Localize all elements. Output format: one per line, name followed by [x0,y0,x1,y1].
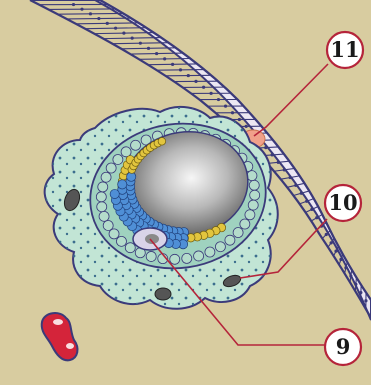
epithelial-cell-nucleus [315,216,318,219]
theca-interna-cell [101,172,111,182]
epithelial-cell-nucleus [294,184,297,187]
epithelial-cell-nucleus [334,250,337,253]
epithelial-cell-nucleus [89,12,92,15]
theca-interna-cell [194,251,204,261]
epithelial-cell-nucleus [163,57,166,60]
epithelial-cell-nucleus [231,111,234,114]
epithelial-cell-nucleus [114,27,117,30]
theca-interna-cell [106,163,116,173]
epithelial-cell-nucleus [72,3,75,6]
epithelial-cell-nucleus [106,22,109,25]
epithelial-cell-nucleus [264,146,267,149]
theca-interna-cell [248,200,258,210]
epithelial-cell-nucleus [202,86,205,89]
theca-interna-cell [215,242,225,252]
callout-label-9: 9 [336,334,351,359]
blood-vessel-highlight [66,343,74,349]
callout-10: 10 [325,185,361,221]
theca-interna-cell [233,228,243,238]
epithelial-cell-nucleus [139,42,142,45]
epithelial-cell-nucleus [271,153,274,156]
theca-interna-cell [249,180,259,190]
cumulus-cell-blue [110,189,119,198]
theca-interna-cell [103,220,113,230]
theca-interna-cell [116,236,126,246]
epithelial-cell-nucleus [354,283,357,286]
epithelial-cell-nucleus [217,98,220,101]
theca-interna-cell [240,219,250,229]
epithelial-cell-nucleus [283,168,286,171]
epithelial-cell-nucleus [330,241,333,244]
epithelial-cell-nucleus [344,266,347,269]
epithelial-cell-nucleus [359,291,362,294]
theca-interna-cell [96,192,106,202]
theca-interna-cell [250,190,260,200]
theca-vessel [155,288,171,300]
epithelial-cell-nucleus [339,258,342,261]
epithelial-cell-nucleus [194,80,197,83]
theca-interna-cell [109,229,119,239]
callout-11: 11 [327,32,363,68]
epithelial-cell-nucleus [224,104,227,107]
theca-interna-cell [131,140,141,150]
epithelial-cell-nucleus [80,8,83,11]
theca-interna-cell [245,210,255,220]
epithelial-cell-nucleus [155,52,158,55]
theca-interna-cell [146,251,156,261]
epithelial-cell-nucleus [122,32,125,35]
epithelial-cell-nucleus [147,47,150,50]
epithelial-cell-nucleus [349,274,352,277]
epithelial-cell-nucleus [300,192,303,195]
theca-interna-cell [205,247,215,257]
theca-interna-cell [97,202,107,212]
theca-interna-cell [113,154,123,164]
cumulus-cell-blue [118,180,127,189]
epithelial-cell-nucleus [277,161,280,164]
blood-vessel-highlight [53,319,63,325]
epithelial-cell-nucleus [171,63,174,66]
callout-label-10: 10 [328,190,357,215]
granulosa-cell-yellow [158,137,166,145]
epithelial-cell-nucleus [310,208,313,211]
theca-interna-cell [225,235,235,245]
epithelial-cell-nucleus [210,92,213,95]
epithelial-cell-nucleus [179,68,182,71]
epithelial-cell-nucleus [131,36,134,39]
theca-interna-cell [125,243,135,253]
theca-interna-cell [170,254,180,264]
epithelial-cell-nucleus [187,74,190,77]
theca-interna-cell [98,182,108,192]
theca-interna-cell [182,253,192,263]
epithelial-cell-nucleus [245,125,248,128]
callout-9: 9 [325,329,361,365]
epithelial-cell-nucleus [97,17,100,20]
epithelial-cell-nucleus [238,118,241,121]
callout-label-11: 11 [330,37,359,62]
theca-interna-cell [99,211,109,221]
epithelial-cell-nucleus [289,176,292,179]
epithelial-cell-nucleus [325,233,328,236]
epithelial-cell-nucleus [364,299,367,302]
epithelial-cell-nucleus [305,200,308,203]
